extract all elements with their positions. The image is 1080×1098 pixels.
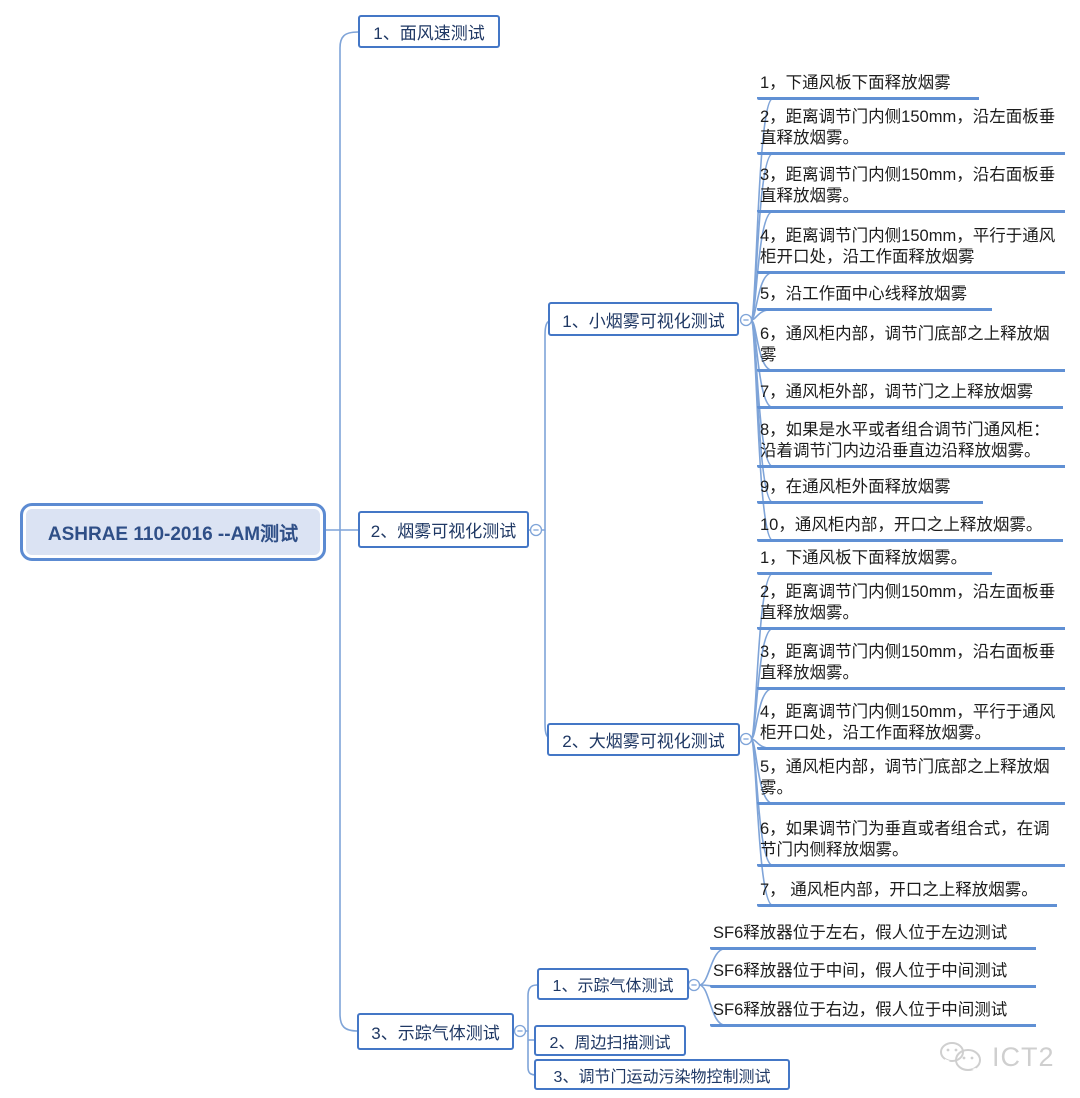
leaf-item[interactable]: 4，距离调节门内侧150mm，平行于通风柜开口处，沿工作面释放烟雾	[757, 226, 1065, 274]
leaf-item[interactable]: 1，下通风板下面释放烟雾	[757, 73, 979, 100]
subtopic-large-smoke-test[interactable]: 2、大烟雾可视化测试	[547, 723, 740, 756]
trunk-smoke	[544, 319, 554, 740]
collapse-toggle-icon[interactable]	[687, 978, 701, 992]
watermark: ICT2	[938, 1040, 1055, 1074]
leaf-item[interactable]: SF6释放器位于中间，假人位于中间测试	[710, 961, 1036, 988]
subtopic-sash-movement-test[interactable]: 3、调节门运动污染物控制测试	[534, 1059, 790, 1090]
subtopic-label: 2、大烟雾可视化测试	[562, 732, 725, 751]
root-topic[interactable]: ASHRAE 110-2016 --AM测试	[20, 503, 326, 561]
branch-label: 1、面风速测试	[373, 24, 485, 43]
leaf-item[interactable]: 2，距离调节门内侧150mm，沿左面板垂直释放烟雾。	[757, 582, 1065, 630]
root-topic-label: ASHRAE 110-2016 --AM测试	[47, 523, 299, 545]
wechat-logo-icon	[940, 1042, 981, 1073]
leaf-item[interactable]: SF6释放器位于左右，假人位于左边测试	[710, 923, 1036, 950]
leaf-item[interactable]: 7，通风柜外部，调节门之上释放烟雾	[757, 382, 1063, 409]
leaf-item[interactable]: 7， 通风柜内部，开口之上释放烟雾。	[757, 880, 1057, 907]
leaf-item[interactable]: 3，距离调节门内侧150mm，沿右面板垂直释放烟雾。	[757, 642, 1065, 690]
subtopic-label: 1、示踪气体测试	[552, 978, 674, 995]
collapse-toggle-icon[interactable]	[739, 313, 753, 327]
leaf-item[interactable]: 1，下通风板下面释放烟雾。	[757, 548, 992, 575]
branch-face-velocity-test[interactable]: 1、面风速测试	[358, 15, 500, 48]
collapse-toggle-icon[interactable]	[513, 1024, 527, 1038]
leaf-item[interactable]: 5，通风柜内部，调节门底部之上释放烟雾。	[757, 757, 1065, 805]
subtopic-tracer-gas-test[interactable]: 1、示踪气体测试	[537, 968, 689, 1000]
collapse-toggle-icon[interactable]	[529, 523, 543, 537]
branch-label: 3、示踪气体测试	[371, 1024, 500, 1043]
subtopic-label: 3、调节门运动污染物控制测试	[553, 1068, 771, 1086]
leaf-item[interactable]: 6，如果调节门为垂直或者组合式，在调节门内侧释放烟雾。	[757, 819, 1065, 867]
leaf-item[interactable]: 10，通风柜内部，开口之上释放烟雾。	[757, 515, 1063, 542]
collapse-toggle-icon[interactable]	[739, 732, 753, 746]
leaf-item[interactable]: 2，距离调节门内侧150mm，沿左面板垂直释放烟雾。	[757, 107, 1065, 155]
leaf-item[interactable]: 5，沿工作面中心线释放烟雾	[757, 284, 992, 311]
leaf-item[interactable]: 9，在通风柜外面释放烟雾	[757, 477, 983, 504]
subtopic-small-smoke-test[interactable]: 1、小烟雾可视化测试	[548, 302, 739, 336]
branch-tracer-gas-test[interactable]: 3、示踪气体测试	[357, 1013, 514, 1050]
leaf-item[interactable]: 3，距离调节门内侧150mm，沿右面板垂直释放烟雾。	[757, 165, 1065, 213]
leaf-item[interactable]: SF6释放器位于右边，假人位于中间测试	[710, 1000, 1036, 1027]
subtopic-label: 2、周边扫描测试	[549, 1034, 671, 1052]
leaf-item[interactable]: 6，通风柜内部，调节门底部之上释放烟雾	[757, 324, 1065, 372]
trunk-main	[339, 31, 359, 1032]
branch-label: 2、烟雾可视化测试	[370, 522, 517, 541]
watermark-text: ICT2	[992, 1041, 1055, 1072]
subtopic-perimeter-scan-test[interactable]: 2、周边扫描测试	[534, 1025, 686, 1056]
leaf-item[interactable]: 4，距离调节门内侧150mm，平行于通风柜开口处，沿工作面释放烟雾。	[757, 702, 1065, 750]
subtopic-label: 1、小烟雾可视化测试	[562, 311, 725, 331]
leaf-item[interactable]: 8，如果是水平或者组合调节门通风柜：沿着调节门内边沿垂直边沿释放烟雾。	[757, 420, 1065, 468]
branch-smoke-visualization-test[interactable]: 2、烟雾可视化测试	[358, 511, 529, 548]
